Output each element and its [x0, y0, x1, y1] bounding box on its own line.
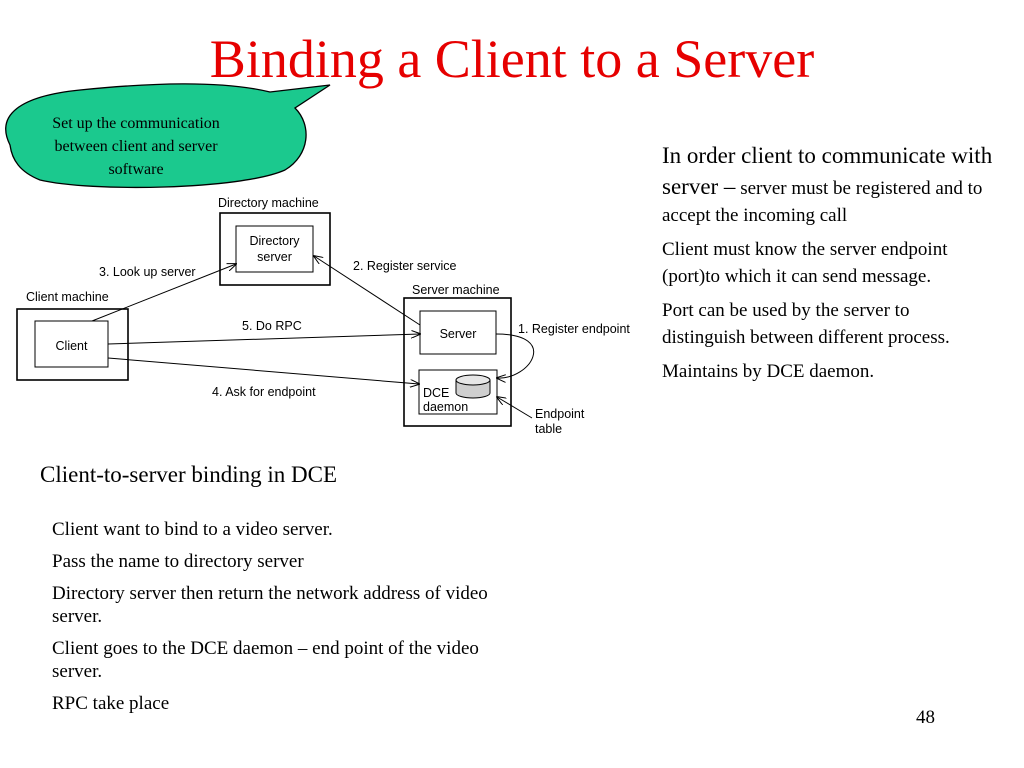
right-para-3: Port can be used by the server to distin…: [662, 300, 950, 348]
note-item: Directory server then return the network…: [52, 583, 488, 627]
note-item: Pass the name to directory server: [52, 551, 304, 572]
slide-title: Binding a Client to a Server: [209, 29, 815, 89]
arrow-register-service: [314, 256, 421, 326]
arrow-ask-endpoint: [107, 357, 419, 384]
arrow-do-rpc: [107, 334, 420, 345]
page-number: 48: [916, 707, 935, 728]
step-look-up-label: 3. Look up server: [99, 265, 196, 279]
endpoint-table-icon: [455, 374, 491, 399]
directory-server-box: [235, 225, 314, 273]
step-ask-endpoint-label: 4. Ask for endpoint: [212, 385, 316, 399]
diagram-caption: Client-to-server binding in DCE: [40, 462, 338, 487]
dce-daemon-label-2: daemon: [423, 400, 468, 414]
server-machine-label: Server machine: [412, 283, 500, 297]
endpoint-table-pointer: [497, 397, 533, 419]
server-box: [419, 310, 497, 355]
callout-text: Set up the communication between client …: [30, 112, 242, 181]
note-item: RPC take place: [52, 693, 170, 714]
callout-line-3: software: [108, 161, 164, 178]
binding-steps-list: Client want to bind to a video server. P…: [52, 518, 532, 724]
arrow-look-up-server: [91, 264, 236, 322]
dce-daemon-label-1: DCE: [423, 386, 449, 400]
directory-server-label-2: server: [257, 250, 292, 264]
directory-machine-label: Directory machine: [218, 196, 319, 210]
right-para-1-rest: server must be registered and to accept …: [662, 178, 983, 226]
client-label: Client: [56, 339, 88, 353]
step-register-service-label: 2. Register service: [353, 259, 457, 273]
callout-bubble: [5, 83, 331, 189]
endpoint-table-label-1: Endpoint: [535, 407, 585, 421]
right-para-2: Client must know the server endpoint (po…: [662, 239, 948, 287]
right-column: In order client to communicate with serv…: [662, 140, 997, 392]
arrow-register-endpoint: [496, 333, 534, 378]
client-machine-label: Client machine: [26, 290, 109, 304]
right-para-1: In order client to communicate with serv…: [662, 140, 997, 229]
callout-line-1: Set up the communication: [52, 115, 220, 132]
step-do-rpc-label: 5. Do RPC: [242, 319, 302, 333]
step-register-endpoint-label: 1. Register endpoint: [518, 322, 630, 336]
right-para-4: Maintains by DCE daemon.: [662, 361, 875, 382]
callout-line-2: between client and server: [54, 138, 218, 155]
note-item: Client want to bind to a video server.: [52, 519, 333, 540]
endpoint-table-label-2: table: [535, 422, 562, 436]
server-label: Server: [440, 327, 477, 341]
binding-diagram: Directory machine Directory server Clien…: [16, 196, 630, 436]
callout-shape: [5, 83, 331, 189]
directory-server-label-1: Directory: [249, 234, 300, 248]
note-item: Client goes to the DCE daemon – end poin…: [52, 638, 479, 682]
right-para-1-lead: In order client to communicate with serv…: [662, 143, 993, 199]
